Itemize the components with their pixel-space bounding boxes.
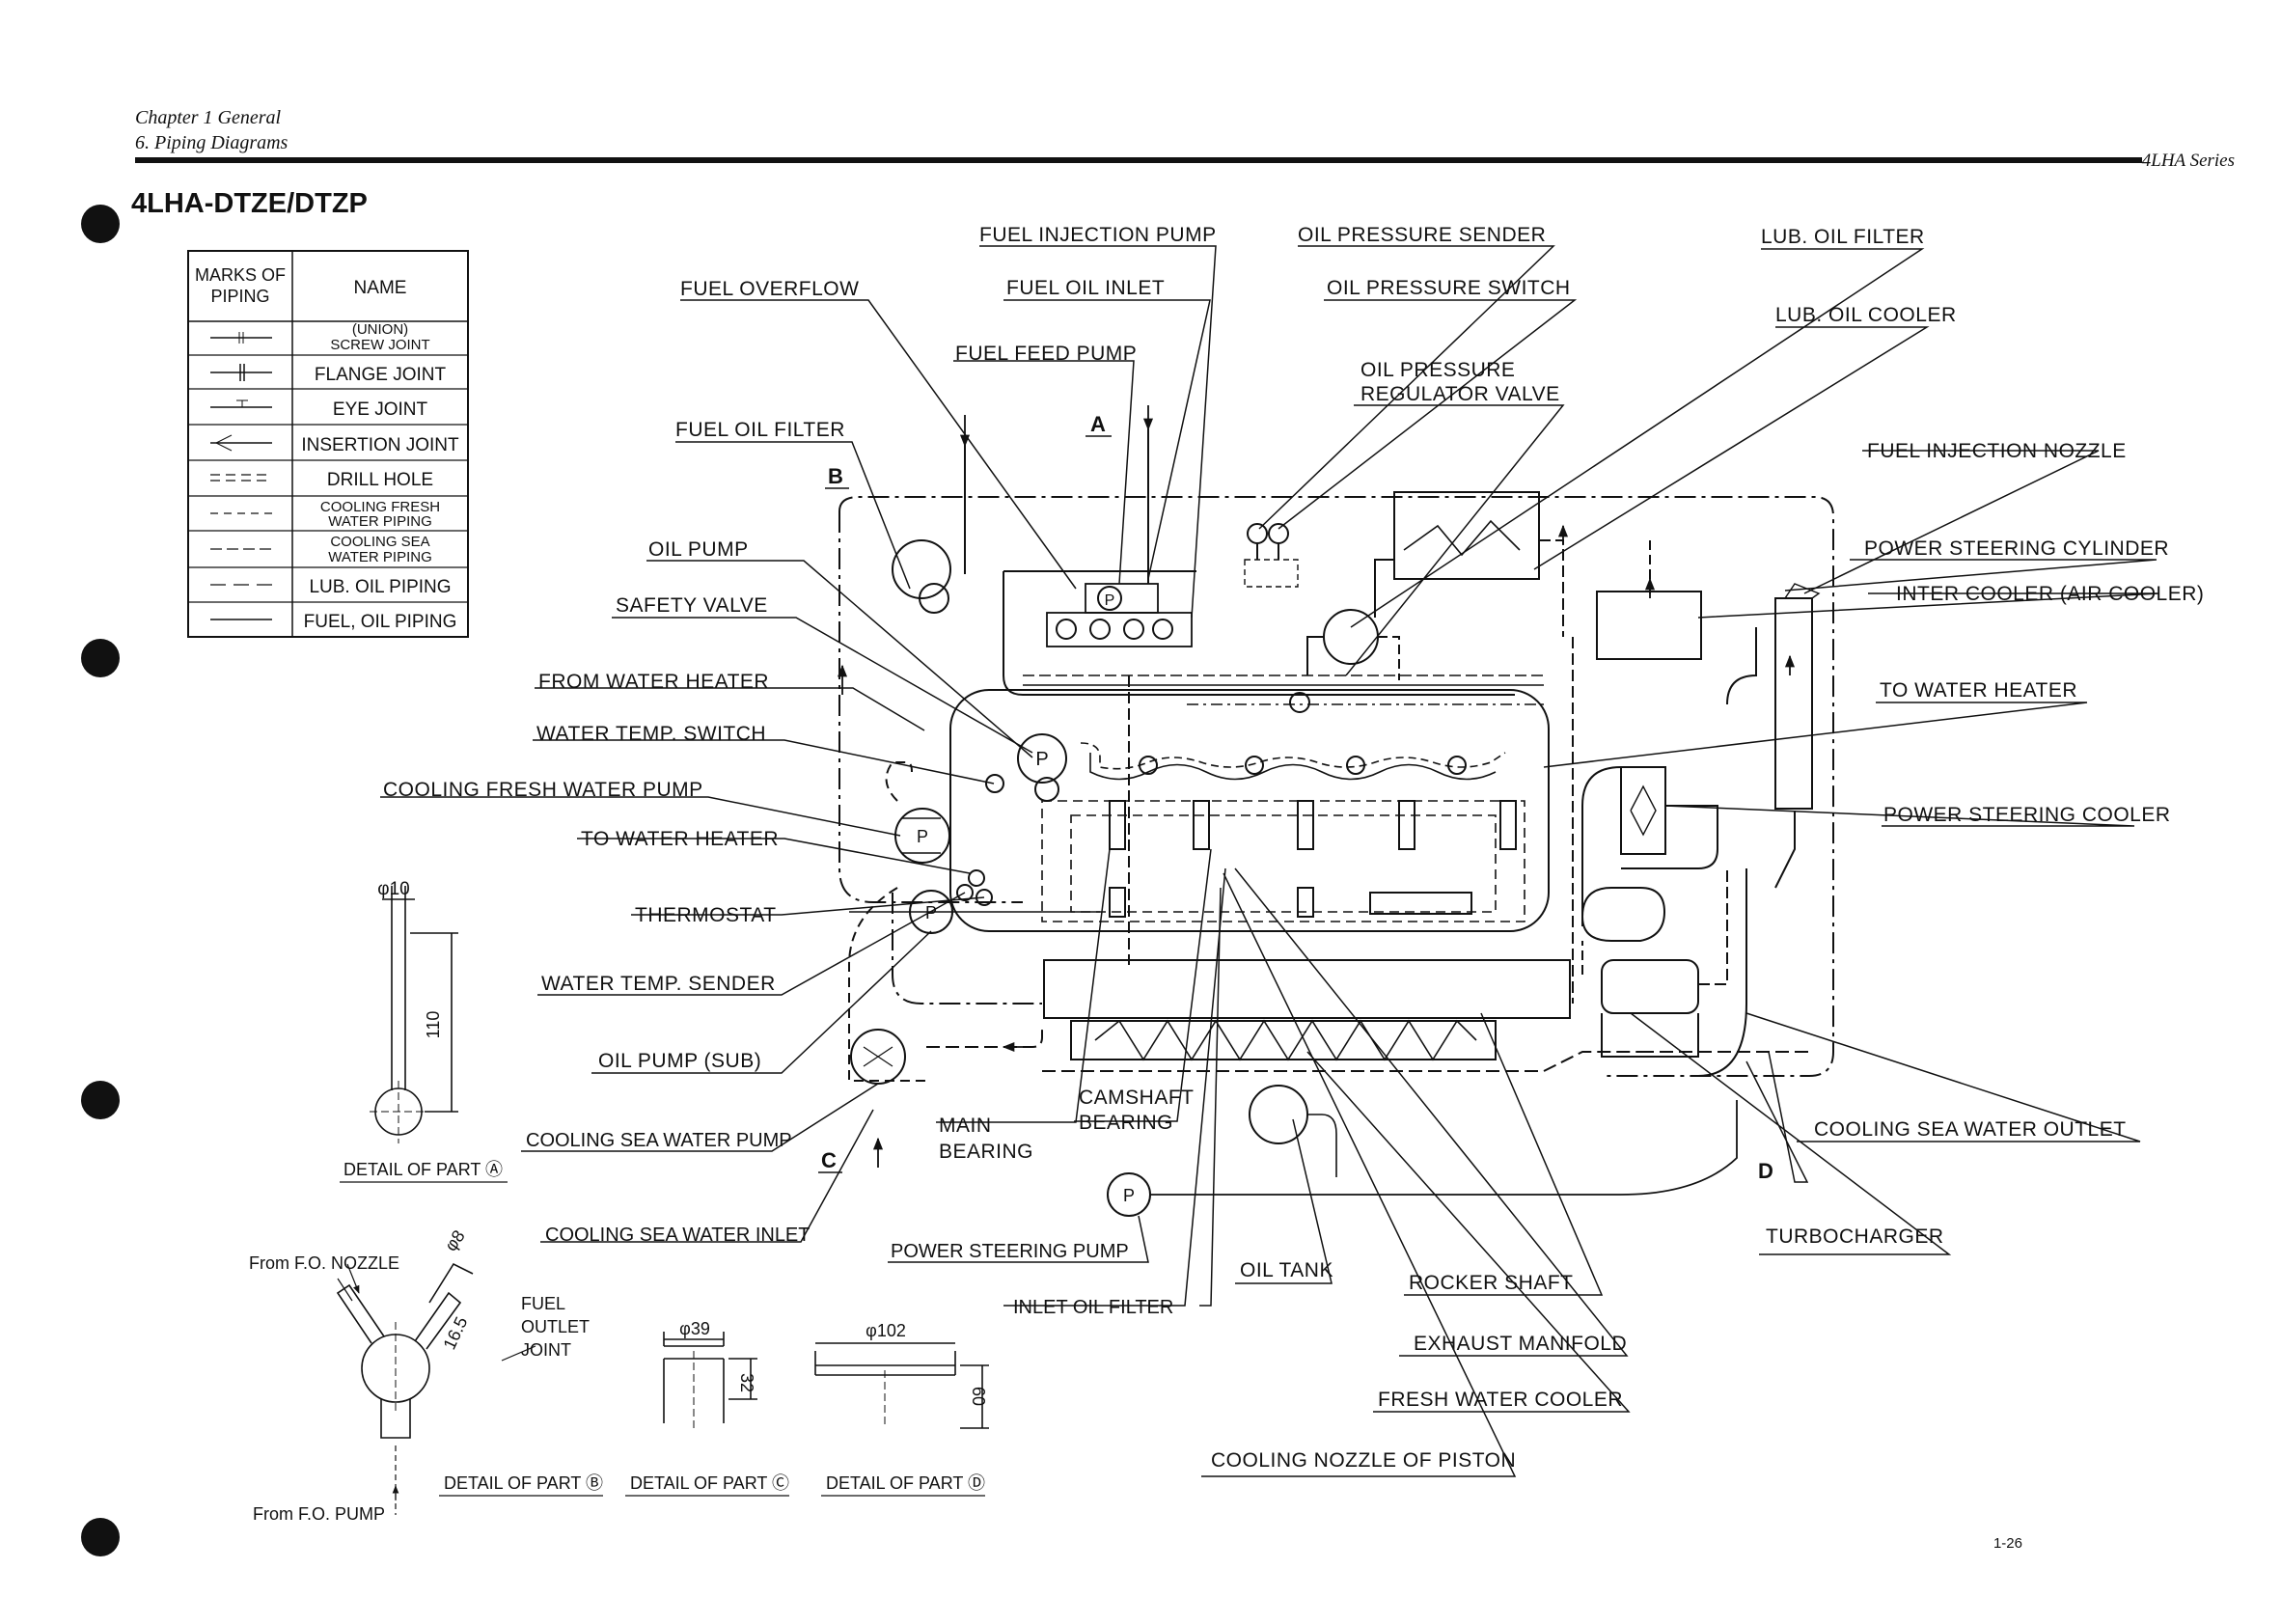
detail-d-length: 60: [969, 1387, 988, 1406]
pump-symbols: P P P P P: [917, 592, 1135, 1205]
detail-b-diameter: φ8: [441, 1226, 469, 1254]
label-cooling-sea-water-inlet: COOLING SEA WATER INLET: [545, 1225, 811, 1246]
label-lub-oil-filter: LUB. OIL FILTER: [1761, 226, 1925, 248]
detail-d-diameter: φ102: [866, 1321, 906, 1340]
detail-c-drawing: [663, 1332, 757, 1428]
label-oil-pressure-regulator-valve-line2: REGULATOR VALVE: [1360, 383, 1560, 405]
detail-c-length: 32: [737, 1373, 756, 1392]
callout-c: C: [821, 1148, 837, 1172]
legend-row-screw-joint-a: (UNION): [352, 321, 408, 338]
label-power-steering-pump: POWER STEERING PUMP: [891, 1241, 1129, 1262]
engine-schematic: [838, 429, 1834, 1217]
legend-row-sea-water-a: COOLING SEA: [330, 534, 429, 550]
label-power-steering-cooler: POWER STEERING COOLER: [1883, 804, 2171, 826]
series-label: 4LHA Series: [2142, 151, 2235, 171]
callout-b: B: [828, 464, 843, 488]
label-main-bearing-line2: BEARING: [939, 1141, 1033, 1163]
label-water-temp-sender: WATER TEMP. SENDER: [541, 973, 776, 995]
label-inter-cooler: INTER COOLER (AIR COOLER): [1896, 583, 2204, 605]
detail-a-drawing: [370, 886, 458, 1143]
chapter-heading: Chapter 1 General: [135, 107, 282, 128]
component-labels: FUEL INJECTION PUMP OIL PRESSURE SENDER …: [383, 224, 2204, 1472]
label-cooling-sea-water-outlet: COOLING SEA WATER OUTLET: [1814, 1118, 2127, 1141]
detail-c-caption: DETAIL OF PART Ⓒ: [630, 1473, 789, 1493]
legend-row-fresh-water-b: WATER PIPING: [328, 513, 432, 530]
label-cooling-fresh-water-pump: COOLING FRESH WATER PUMP: [383, 779, 703, 801]
legend-row-screw-joint-b: SCREW JOINT: [330, 337, 429, 353]
label-from-water-heater: FROM WATER HEATER: [538, 671, 769, 693]
label-cooling-nozzle-of-piston: COOLING NOZZLE OF PISTON: [1211, 1449, 1516, 1472]
page-number: 1-26: [1993, 1535, 2022, 1552]
label-oil-tank: OIL TANK: [1240, 1259, 1333, 1281]
legend-row-eye-joint: EYE JOINT: [333, 399, 428, 420]
legend-row-lub-oil: LUB. OIL PIPING: [309, 577, 451, 597]
label-power-steering-cylinder: POWER STEERING CYLINDER: [1864, 537, 2169, 560]
legend-row-fuel-oil: FUEL, OIL PIPING: [304, 612, 457, 632]
label-water-temp-switch: WATER TEMP. SWITCH: [536, 723, 766, 745]
label-oil-pressure-switch: OIL PRESSURE SWITCH: [1327, 277, 1571, 299]
detail-a-diameter: φ10: [377, 879, 409, 899]
callout-d: D: [1758, 1159, 1773, 1183]
label-fuel-oil-inlet: FUEL OIL INLET: [1006, 277, 1165, 299]
power-steering-pump-symbol: P: [1123, 1186, 1135, 1205]
label-camshaft-bearing-line1: CAMSHAFT: [1079, 1087, 1195, 1109]
flow-arrows: [837, 405, 1796, 1168]
label-to-water-heater-right: TO WATER HEATER: [1880, 679, 2077, 702]
label-fuel-feed-pump: FUEL FEED PUMP: [955, 343, 1137, 365]
detail-b-from-nozzle: From F.O. NOZZLE: [249, 1253, 399, 1273]
legend-row-flange-joint: FLANGE JOINT: [315, 365, 447, 385]
detail-a-length: 110: [424, 1011, 443, 1039]
detail-a-caption: DETAIL OF PART Ⓐ: [344, 1160, 503, 1179]
label-inlet-oil-filter: INLET OIL FILTER: [1013, 1297, 1173, 1318]
legend-row-fresh-water-a: COOLING FRESH: [320, 499, 440, 515]
detail-b-joint-line2: OUTLET: [521, 1317, 590, 1336]
label-cooling-sea-water-pump: COOLING SEA WATER PUMP: [526, 1130, 792, 1151]
label-fresh-water-cooler: FRESH WATER COOLER: [1378, 1389, 1623, 1411]
fuel-feed-pump-symbol: P: [1105, 592, 1115, 609]
label-fuel-overflow: FUEL OVERFLOW: [680, 278, 859, 300]
detail-d-drawing: [814, 1342, 989, 1429]
label-camshaft-bearing-line2: BEARING: [1079, 1112, 1173, 1134]
legend-row-insertion-joint: INSERTION JOINT: [301, 435, 459, 455]
label-oil-pressure-regulator-valve-line1: OIL PRESSURE: [1360, 359, 1515, 381]
callout-a: A: [1090, 412, 1106, 436]
label-fuel-injection-pump: FUEL INJECTION PUMP: [979, 224, 1217, 246]
label-thermostat: THERMOSTAT: [635, 904, 777, 926]
detail-b-joint-line3: JOINT: [521, 1340, 571, 1360]
label-lub-oil-cooler: LUB. OIL COOLER: [1775, 304, 1957, 326]
detail-d-caption: DETAIL OF PART Ⓓ: [826, 1473, 985, 1493]
label-turbocharger: TURBOCHARGER: [1766, 1225, 1944, 1248]
label-to-water-heater-left: TO WATER HEATER: [581, 828, 779, 850]
detail-c-diameter: φ39: [679, 1319, 710, 1338]
label-oil-pressure-sender: OIL PRESSURE SENDER: [1298, 224, 1546, 246]
label-rocker-shaft: ROCKER SHAFT: [1409, 1272, 1574, 1294]
detail-b-joint-line1: FUEL: [521, 1294, 565, 1313]
label-fuel-oil-filter: FUEL OIL FILTER: [675, 419, 845, 441]
legend-table: [187, 250, 469, 638]
detail-b-from-pump: From F.O. PUMP: [253, 1504, 385, 1524]
legend-header-name: NAME: [354, 278, 407, 298]
detail-b-length: 16.5: [439, 1313, 471, 1352]
model-title: 4LHA-DTZE/DTZP: [131, 188, 368, 219]
detail-b-caption: DETAIL OF PART Ⓑ: [444, 1473, 603, 1493]
legend-row-drill-hole: DRILL HOLE: [327, 470, 433, 490]
binder-holes: [81, 205, 120, 1556]
legend-row-sea-water-b: WATER PIPING: [328, 549, 432, 565]
detail-b-drawing: [336, 1262, 536, 1515]
section-heading: 6. Piping Diagrams: [135, 132, 289, 153]
leader-lines: [380, 245, 2160, 1477]
label-fuel-injection-nozzle: FUEL INJECTION NOZZLE: [1867, 440, 2127, 462]
label-oil-pump-sub: OIL PUMP (SUB): [598, 1050, 761, 1072]
oil-pump-sub-symbol: P: [925, 903, 937, 922]
label-safety-valve: SAFETY VALVE: [616, 594, 768, 617]
header-rule: [135, 157, 2142, 163]
label-main-bearing-line1: MAIN: [939, 1115, 992, 1137]
label-exhaust-manifold: EXHAUST MANIFOLD: [1414, 1333, 1627, 1355]
fresh-water-pump-symbol: P: [917, 827, 928, 846]
label-oil-pump: OIL PUMP: [648, 538, 749, 561]
oil-pump-symbol: P: [1035, 749, 1048, 770]
